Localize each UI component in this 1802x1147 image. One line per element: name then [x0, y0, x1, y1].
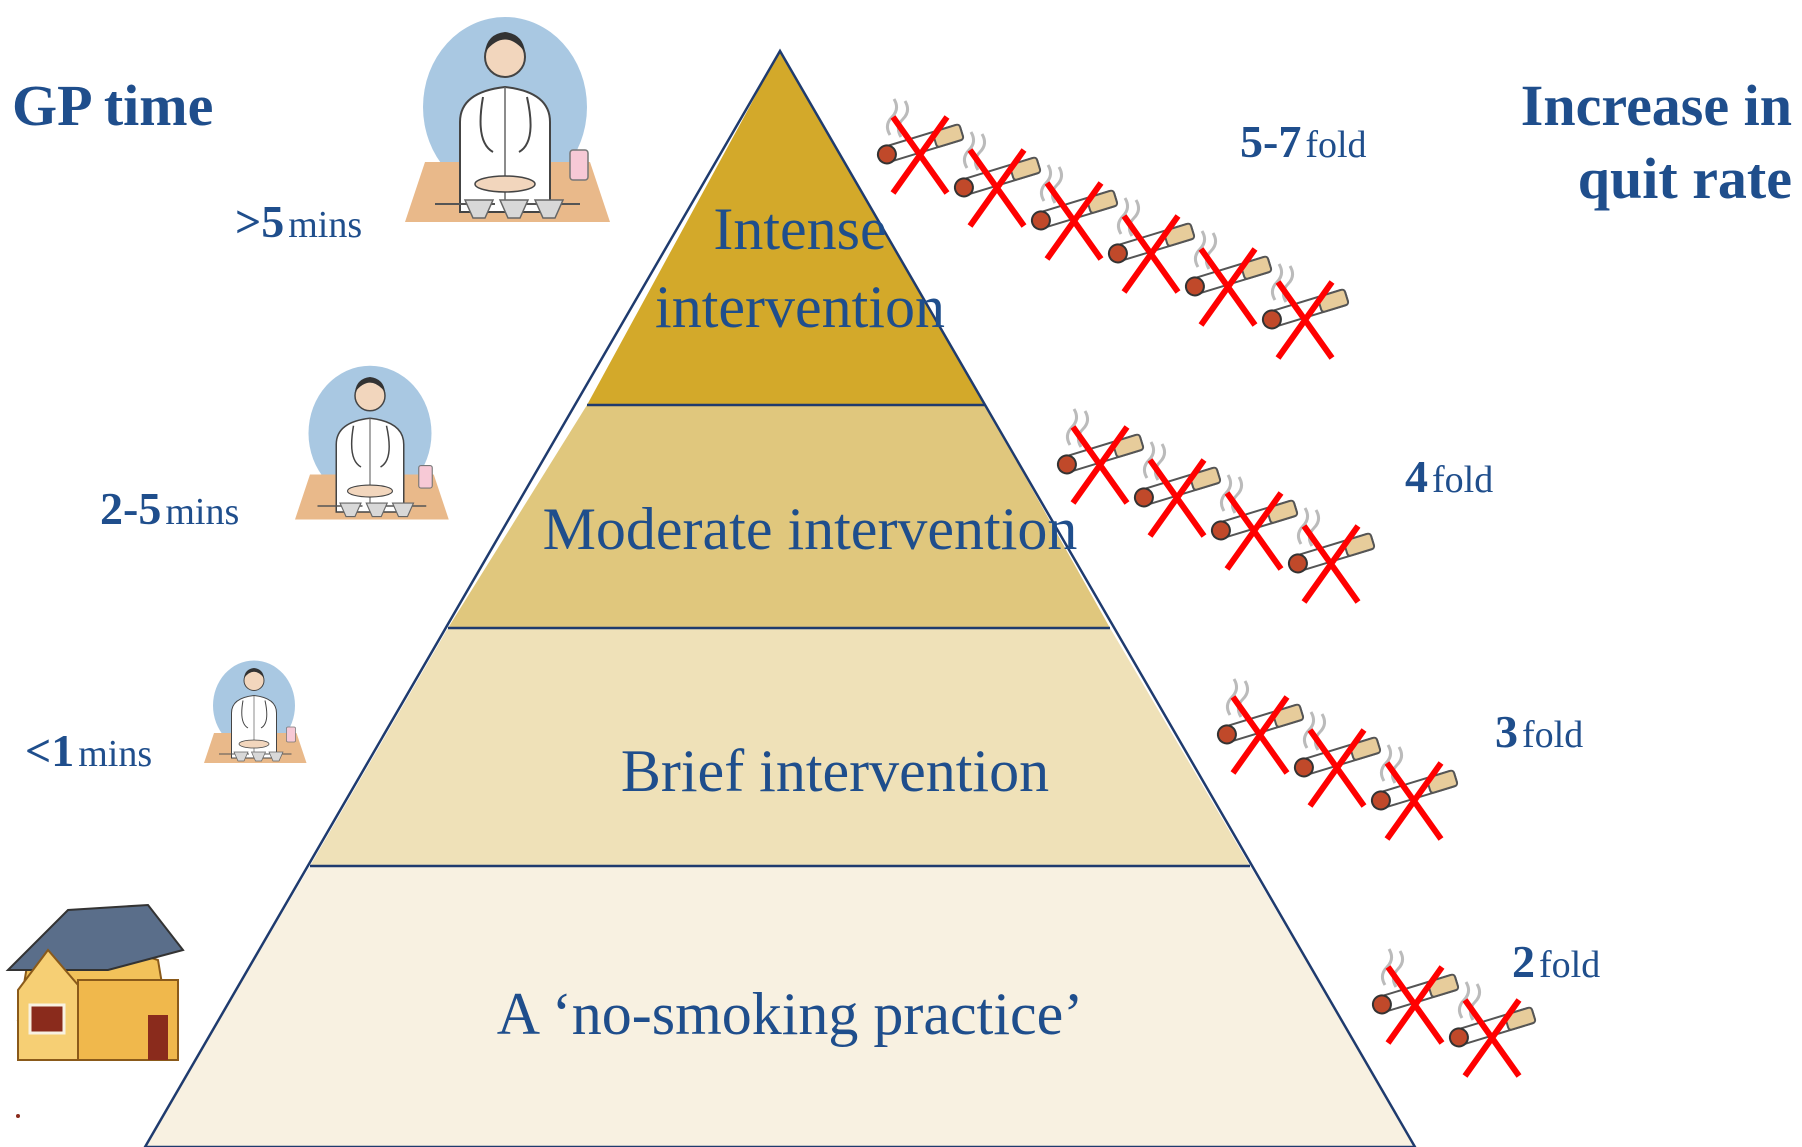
- fold-brief: 3 fold: [1495, 705, 1583, 758]
- tier-moderate-label: Moderate intervention: [542, 496, 1078, 562]
- fold-practice: 2 fold: [1512, 935, 1600, 988]
- gp-time-value: <1: [25, 725, 75, 776]
- doctor-icon: [294, 365, 450, 521]
- crossed-cigarette-icon: [1056, 409, 1144, 503]
- fold-unit: fold: [1539, 944, 1601, 986]
- tier-brief-label: Brief intervention: [620, 738, 1050, 804]
- crossed-cigarette-icon: [1371, 949, 1459, 1043]
- fold-unit: fold: [1522, 714, 1584, 756]
- gp-time-header: GP time: [12, 73, 214, 138]
- fold-value: 2: [1512, 936, 1535, 987]
- crossed-cigarette-icon: [1210, 475, 1298, 569]
- tier-practice-label: A ‘no-smoking practice’: [496, 981, 1084, 1047]
- gp-time-unit: mins: [165, 491, 240, 533]
- tier-intense-band: [587, 51, 985, 405]
- crossed-cigarette-icon: [1216, 679, 1304, 773]
- fold-intense: 5-7 fold: [1240, 115, 1367, 168]
- tier-practice-band: [145, 866, 1415, 1147]
- gp-time-value: >5: [235, 196, 285, 247]
- crossed-cigarette-icon: [1030, 165, 1118, 259]
- gp-time-value: 2-5: [100, 483, 162, 534]
- fold-value: 4: [1405, 451, 1428, 502]
- quit-rate-header: Increase in quit rate: [1520, 73, 1792, 211]
- gp-time-brief: <1 mins: [25, 724, 152, 777]
- fold-moderate: 4 fold: [1405, 450, 1493, 503]
- crossed-cigarette-icon: [1293, 712, 1381, 806]
- fold-value: 5-7: [1240, 116, 1302, 167]
- fold-unit: fold: [1305, 124, 1367, 166]
- crossed-cigarette-icon: [876, 99, 964, 193]
- crossed-cigarette-icon: [1133, 442, 1221, 536]
- gp-time-intense: >5 mins: [235, 195, 362, 248]
- gp-time-moderate: 2-5 mins: [100, 482, 239, 535]
- crossed-cigarette-icon: [1261, 264, 1349, 358]
- doctor-icon: [203, 660, 307, 764]
- tier-brief-band: [310, 628, 1250, 866]
- gp-time-unit: mins: [288, 204, 363, 246]
- decorative-dot: [16, 1114, 20, 1118]
- tier-intense-line2: intervention: [655, 274, 945, 340]
- fold-unit: fold: [1432, 459, 1494, 501]
- house-icon: [6, 903, 185, 1062]
- crossed-cigarette-icon: [1448, 982, 1536, 1076]
- tier-moderate-band: [448, 405, 1110, 628]
- gp-time-unit: mins: [78, 733, 153, 775]
- crossed-cigarette-icon: [1184, 231, 1272, 325]
- tier-intense-label: Intense intervention: [580, 190, 1020, 346]
- tier-intense-line1: Intense: [713, 196, 887, 262]
- crossed-cigarette-icon: [1370, 745, 1458, 839]
- crossed-cigarette-icon: [1287, 508, 1375, 602]
- crossed-cigarette-icon: [1107, 198, 1195, 292]
- fold-value: 3: [1495, 706, 1518, 757]
- pyramid-outline: [143, 48, 1417, 1147]
